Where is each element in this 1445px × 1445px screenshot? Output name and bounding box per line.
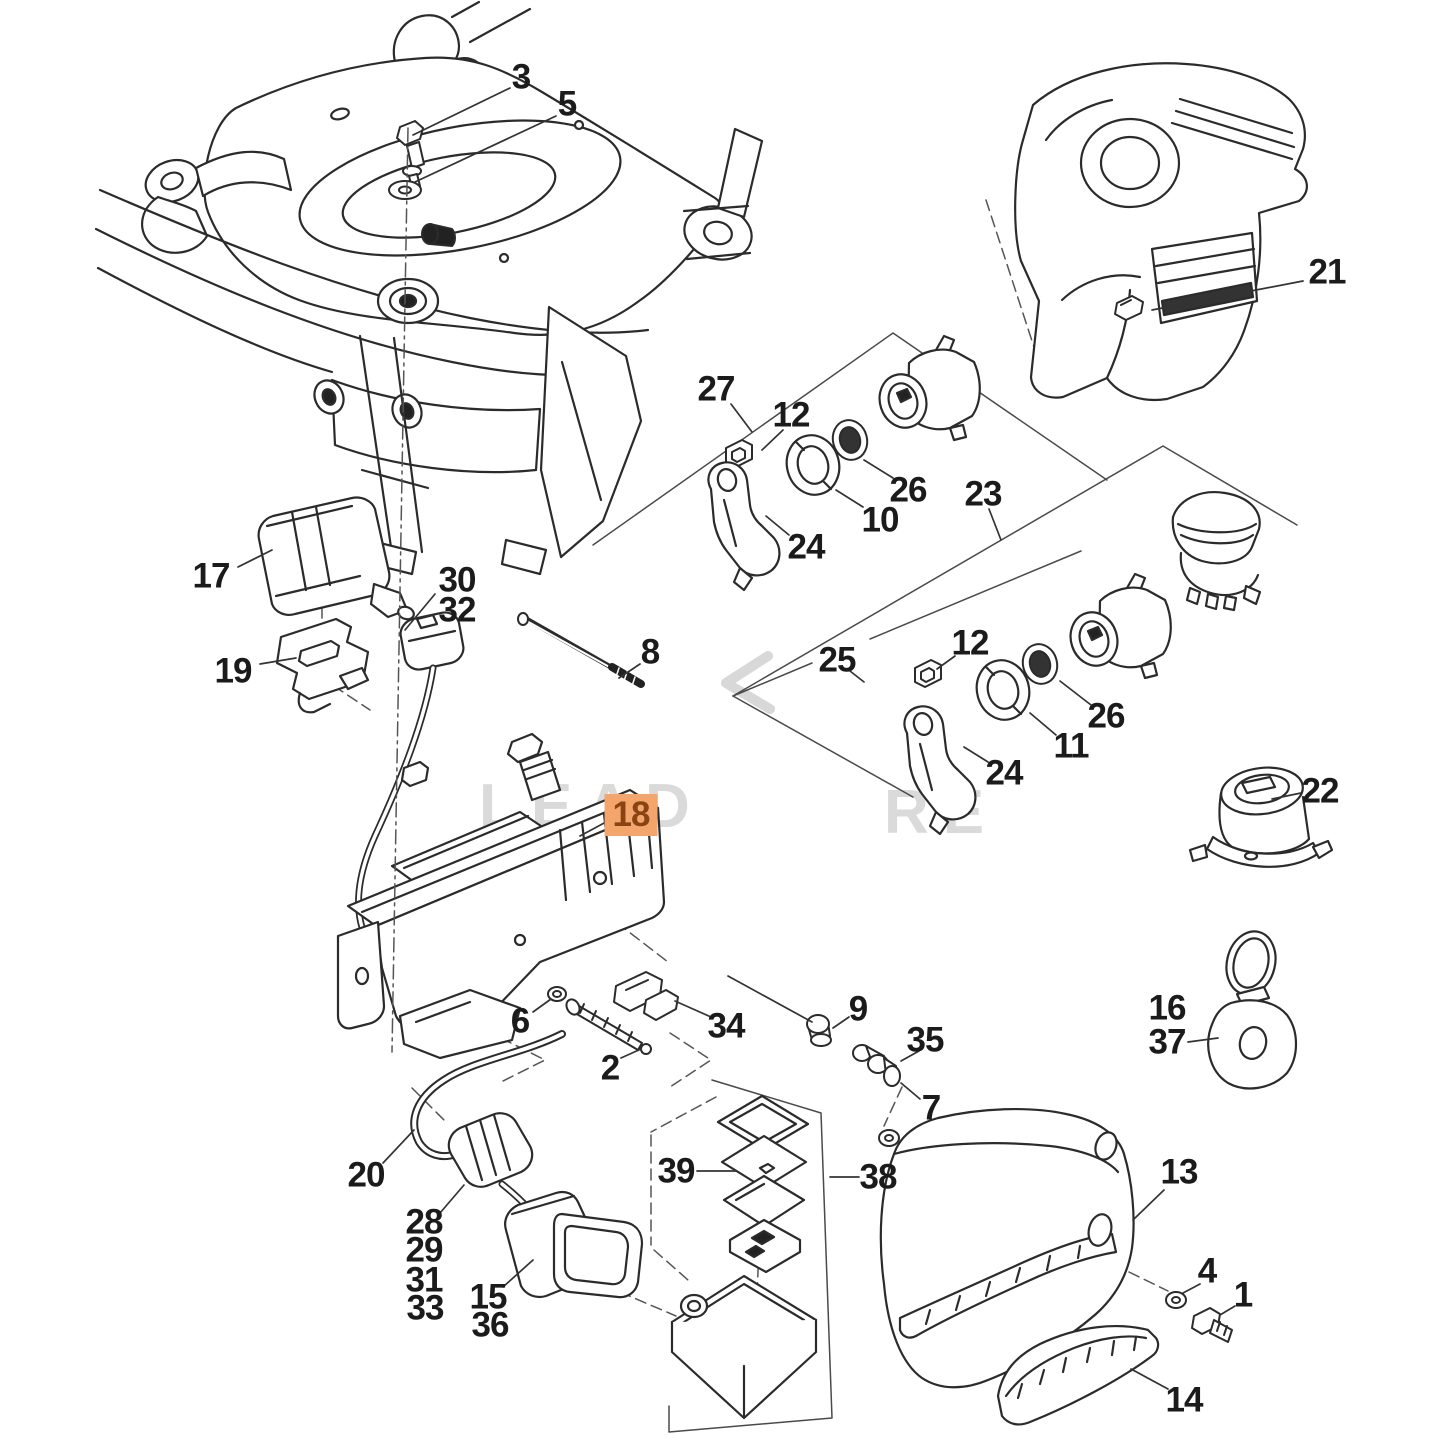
- part-label-1[interactable]: 1: [1233, 1275, 1253, 1315]
- part-label-29[interactable]: 29: [405, 1230, 444, 1270]
- part-label-37[interactable]: 37: [1148, 1022, 1187, 1062]
- part-label-3[interactable]: 3: [511, 57, 531, 97]
- connector-28: [447, 1112, 534, 1188]
- lens-14: [996, 1325, 1160, 1426]
- sensor-35: [852, 1044, 901, 1087]
- frame-plug: [421, 223, 456, 247]
- key-set-16-37: [1207, 930, 1297, 1090]
- part-label-38[interactable]: 38: [859, 1157, 898, 1197]
- part-label-13[interactable]: 13: [1160, 1152, 1199, 1192]
- rod-8: [517, 612, 645, 688]
- nut-7: [878, 1129, 900, 1147]
- lever-24a: [707, 461, 781, 592]
- part-label-4[interactable]: 4: [1197, 1251, 1217, 1291]
- lock-cylinder-25: [1062, 572, 1180, 680]
- connector-30-32: [399, 611, 465, 671]
- control-module-18: [336, 732, 666, 1060]
- part-label-8[interactable]: 8: [640, 632, 660, 672]
- lock-cylinder-27: [871, 334, 989, 442]
- part-label-7[interactable]: 7: [921, 1088, 941, 1128]
- part-label-22[interactable]: 22: [1301, 771, 1340, 811]
- clip-12b: [914, 659, 942, 688]
- leader-lines: [237, 87, 1304, 1390]
- part-label-18-highlighted[interactable]: 18: [604, 794, 658, 836]
- part-label-10[interactable]: 10: [861, 500, 900, 540]
- part-label-6[interactable]: 6: [510, 1001, 530, 1041]
- clip-34: [613, 971, 679, 1021]
- bracket-19: [275, 617, 370, 714]
- part-label-27[interactable]: 27: [697, 369, 736, 409]
- knob-9: [806, 1014, 832, 1047]
- part-label-21[interactable]: 21: [1308, 252, 1347, 292]
- tail-light-13: [879, 1107, 1135, 1389]
- handlebar-cover: [1014, 62, 1308, 401]
- group-boundary-lines: [592, 332, 1298, 1433]
- nut-6: [547, 986, 567, 1002]
- part-label-28[interactable]: 28: [405, 1202, 444, 1242]
- clip-21: [1114, 295, 1144, 321]
- part-label-16[interactable]: 16: [1148, 988, 1187, 1028]
- part-label-17[interactable]: 17: [192, 556, 231, 596]
- part-label-26b[interactable]: 26: [1087, 696, 1126, 736]
- part-label-32[interactable]: 32: [438, 590, 477, 630]
- part-label-20[interactable]: 20: [347, 1155, 386, 1195]
- socket-connector-15-36: [504, 1190, 644, 1299]
- part-label-39[interactable]: 39: [657, 1151, 696, 1191]
- fuse-box-38-39: [670, 1094, 818, 1420]
- bolt-1: [1191, 1307, 1233, 1343]
- part-label-24a[interactable]: 24: [787, 527, 826, 567]
- part-label-15[interactable]: 15: [469, 1277, 508, 1317]
- part-label-25[interactable]: 25: [818, 640, 857, 680]
- part-label-33[interactable]: 33: [406, 1288, 445, 1328]
- axis-lines: [391, 127, 409, 1053]
- rocker-switch-23: [1171, 491, 1262, 612]
- part-label-5[interactable]: 5: [557, 84, 577, 124]
- part-label-30[interactable]: 30: [438, 560, 477, 600]
- ignition-lock-group-27: [707, 334, 989, 592]
- part-label-34[interactable]: 34: [707, 1006, 746, 1046]
- ignition-lock-group-25: [903, 572, 1180, 836]
- part-label-35[interactable]: 35: [906, 1020, 945, 1060]
- washer-5: [388, 180, 422, 200]
- part-label-19[interactable]: 19: [214, 651, 253, 691]
- part-label-11[interactable]: 11: [1053, 726, 1090, 766]
- part-label-12a[interactable]: 12: [772, 395, 811, 435]
- part-label-12b[interactable]: 12: [951, 623, 990, 663]
- part-label-9[interactable]: 9: [848, 989, 868, 1029]
- part-label-14[interactable]: 14: [1165, 1380, 1204, 1420]
- part-label-31[interactable]: 31: [405, 1260, 444, 1300]
- part-label-36[interactable]: 36: [471, 1305, 510, 1345]
- relay-17: [257, 496, 415, 621]
- part-label-2[interactable]: 2: [600, 1048, 620, 1088]
- frame-assembly: [94, 0, 764, 576]
- part-label-23[interactable]: 23: [964, 474, 1003, 514]
- part-label-24b[interactable]: 24: [985, 753, 1024, 793]
- part-label-26a[interactable]: 26: [889, 470, 928, 510]
- switch-22: [1188, 766, 1334, 868]
- watermark-logo-chevron: [721, 651, 775, 714]
- washer-4: [1165, 1291, 1187, 1309]
